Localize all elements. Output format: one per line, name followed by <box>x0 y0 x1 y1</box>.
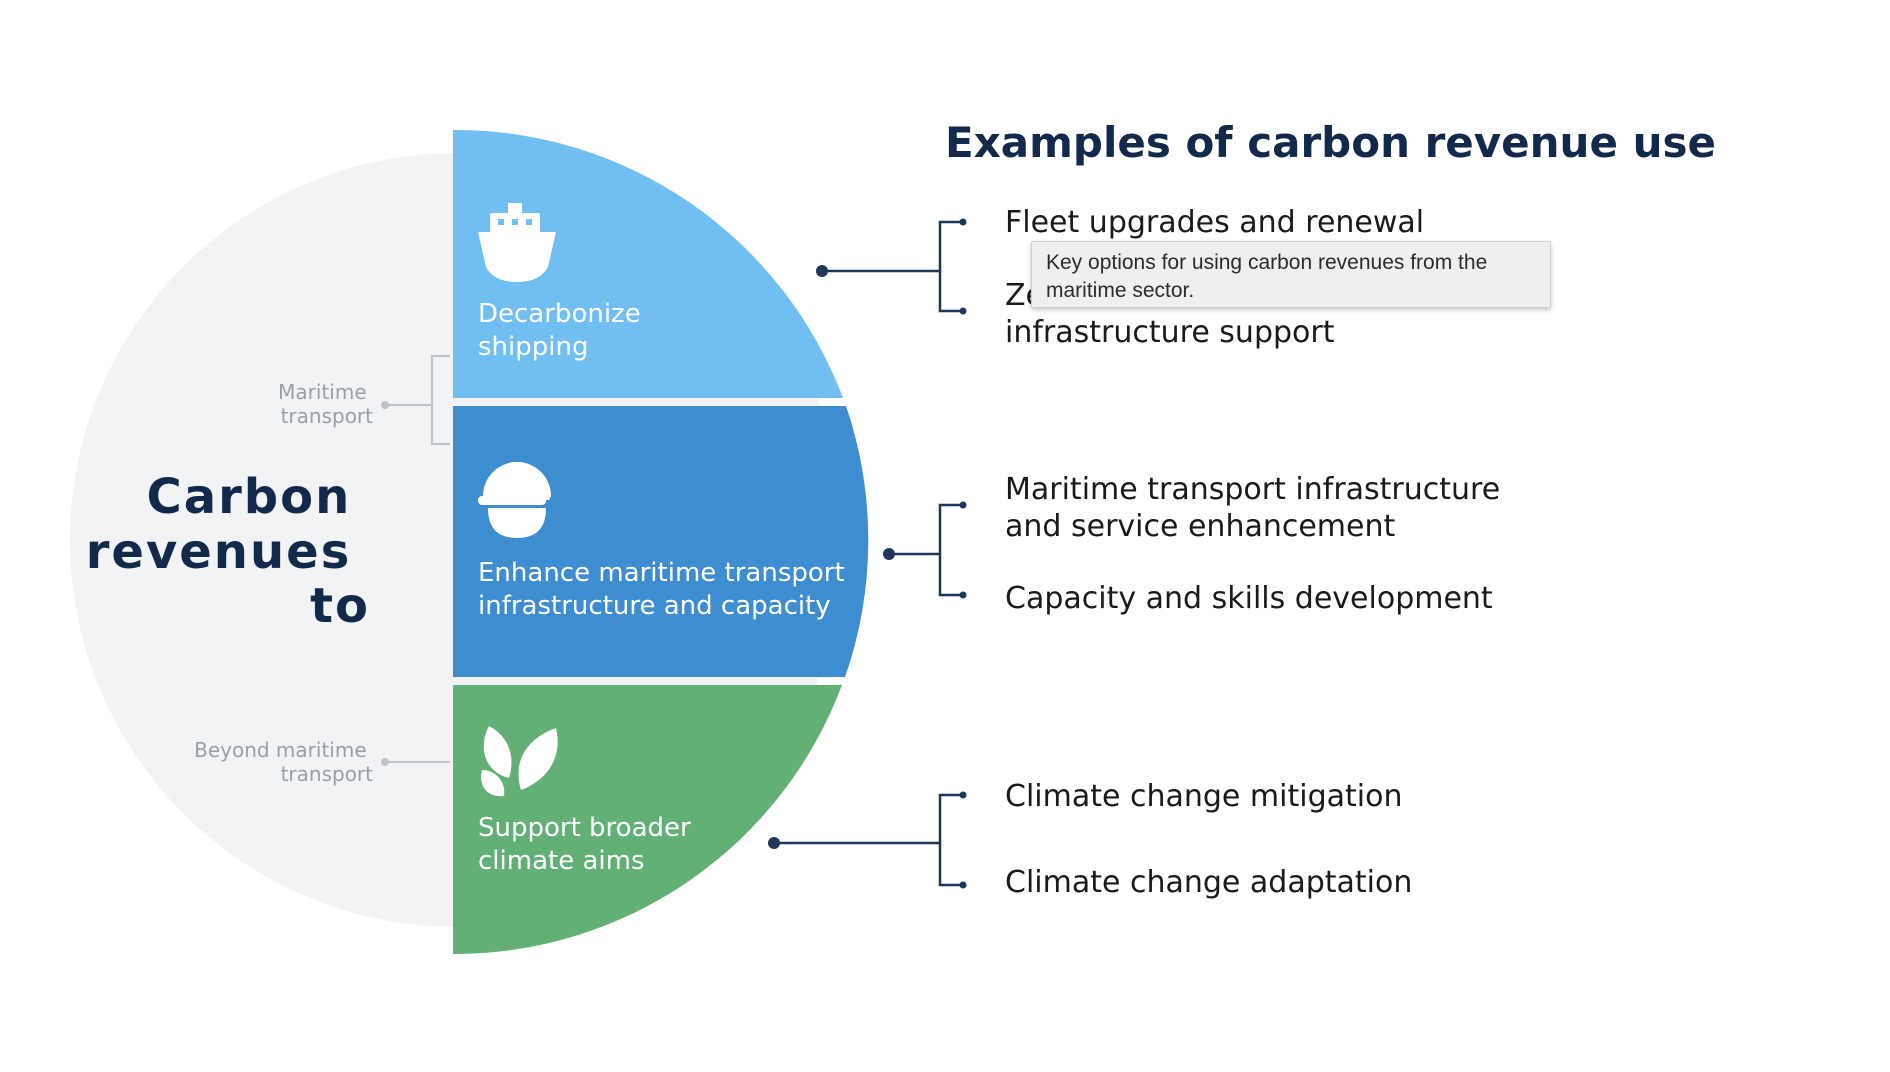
bracket-decarbonize-end-1 <box>959 218 967 226</box>
bracket-enhance-end-2 <box>959 591 967 599</box>
bracket-decarbonize-dot <box>816 265 828 277</box>
tooltip-line-1: Key options for using carbon revenues fr… <box>1046 251 1488 274</box>
bracket-climate <box>774 793 963 887</box>
bracket-climate-dot <box>768 837 780 849</box>
ship-icon <box>478 203 556 282</box>
bracket-enhance-dot <box>883 548 895 560</box>
maritime-bracket-dot <box>381 401 389 409</box>
bracket-decarbonize <box>822 220 963 313</box>
segment-enhance[interactable] <box>453 406 869 677</box>
tooltip: Key options for using carbon revenues fr… <box>1031 241 1551 308</box>
segment-decarbonize[interactable] <box>453 129 843 398</box>
bracket-climate-end-2 <box>959 881 967 889</box>
example-climate-mitigation: Climate change mitigation <box>1005 779 1402 814</box>
maritime-bracket <box>385 355 450 445</box>
examples-title: Examples of carbon revenue use <box>945 118 1716 167</box>
leaves-icon <box>480 726 558 797</box>
example-maritime-infrastructure: Maritime transport infrastructure and se… <box>1005 472 1510 544</box>
beyond-connector-dot <box>381 758 389 766</box>
segment-label-enhance: Enhance maritime transport infrastructur… <box>478 558 853 621</box>
example-climate-adaptation: Climate change adaptation <box>1005 865 1412 900</box>
segment-label-decarbonize: Decarbonize shipping <box>478 299 649 362</box>
bracket-climate-end-1 <box>959 791 967 799</box>
bracket-decarbonize-end-2 <box>959 307 967 315</box>
bracket-enhance <box>889 503 963 597</box>
example-fleet-upgrades: Fleet upgrades and renewal <box>1005 205 1424 240</box>
side-label-beyond: Beyond maritime transport <box>194 738 373 786</box>
side-label-maritime: Maritime transport <box>278 380 373 428</box>
example-capacity-skills: Capacity and skills development <box>1005 581 1493 616</box>
hard-hat-icon <box>478 462 551 538</box>
segment-label-climate: Support broader climate aims <box>478 813 699 876</box>
tooltip-line-2: maritime sector. <box>1046 279 1195 302</box>
bracket-enhance-end-1 <box>959 501 967 509</box>
center-label: Carbon revenues to <box>86 469 370 634</box>
